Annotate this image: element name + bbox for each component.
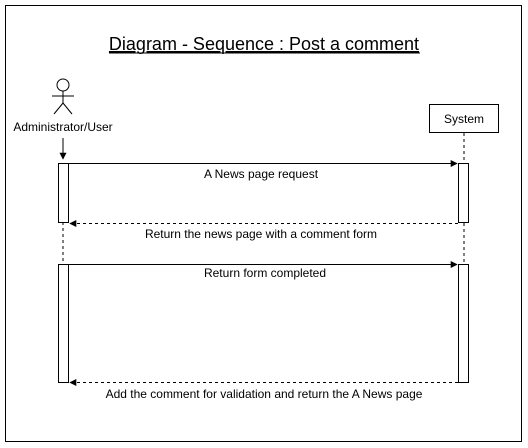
actor-label: Administrator/User [13,120,112,134]
system-activation-2 [458,264,469,383]
system-box [429,104,499,133]
message-label-4: Add the comment for validation and retur… [106,387,423,401]
message-label-1: A News page request [204,167,319,181]
diagram-frame [5,5,522,442]
diagram-title: Diagram - Sequence : Post a comment [109,34,419,54]
actor-activation-2 [58,264,69,383]
actor-activation-1 [58,163,69,223]
actor-icon [52,78,74,115]
system-label: System [444,112,484,126]
message-label-3: Return form completed [204,266,326,280]
message-label-2: Return the news page with a comment form [145,227,377,241]
system-activation-1 [458,163,469,223]
